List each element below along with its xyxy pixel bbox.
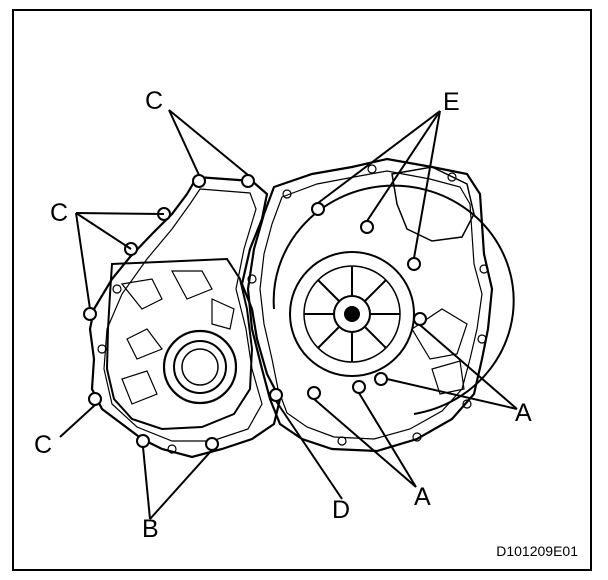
leader-lines: [59, 109, 518, 520]
callout-c-top: C: [145, 87, 163, 115]
right-upper-lobe: [391, 166, 475, 242]
left-cover-plate: [105, 257, 254, 431]
left-housing-inner: [103, 188, 263, 442]
right-housing-flange: [259, 170, 483, 440]
right-housing-ribs: [411, 308, 468, 395]
callout-b: B: [142, 515, 159, 543]
left-seal-outer: [162, 329, 238, 405]
bell-housing-arc: [272, 184, 515, 415]
left-cover-ribs: [120, 270, 235, 405]
diagram-border: [12, 9, 592, 571]
pump-outer: [289, 251, 415, 377]
callout-a-bottom: A: [414, 483, 431, 511]
left-seal-mid: [173, 340, 227, 394]
left-housing-outline: [88, 175, 282, 459]
bolt-heads: [83, 174, 427, 451]
callout-a-right: A: [515, 399, 532, 427]
input-shaft-center: [344, 306, 360, 322]
left-seal-inner: [181, 348, 219, 386]
flange-holes: [97, 164, 489, 454]
diagram-frame: C C C B D A A E D101209E01: [12, 9, 592, 571]
callout-d: D: [332, 496, 350, 524]
transaxle-diagram: C C C B D A A E D101209E01: [12, 9, 592, 571]
callout-c-mid: C: [50, 199, 68, 227]
pump-vanes: [304, 266, 400, 362]
callout-c-low: C: [34, 431, 52, 459]
right-housing-outline: [246, 157, 494, 453]
callout-e: E: [443, 88, 460, 116]
figure-id: D101209E01: [496, 543, 578, 559]
